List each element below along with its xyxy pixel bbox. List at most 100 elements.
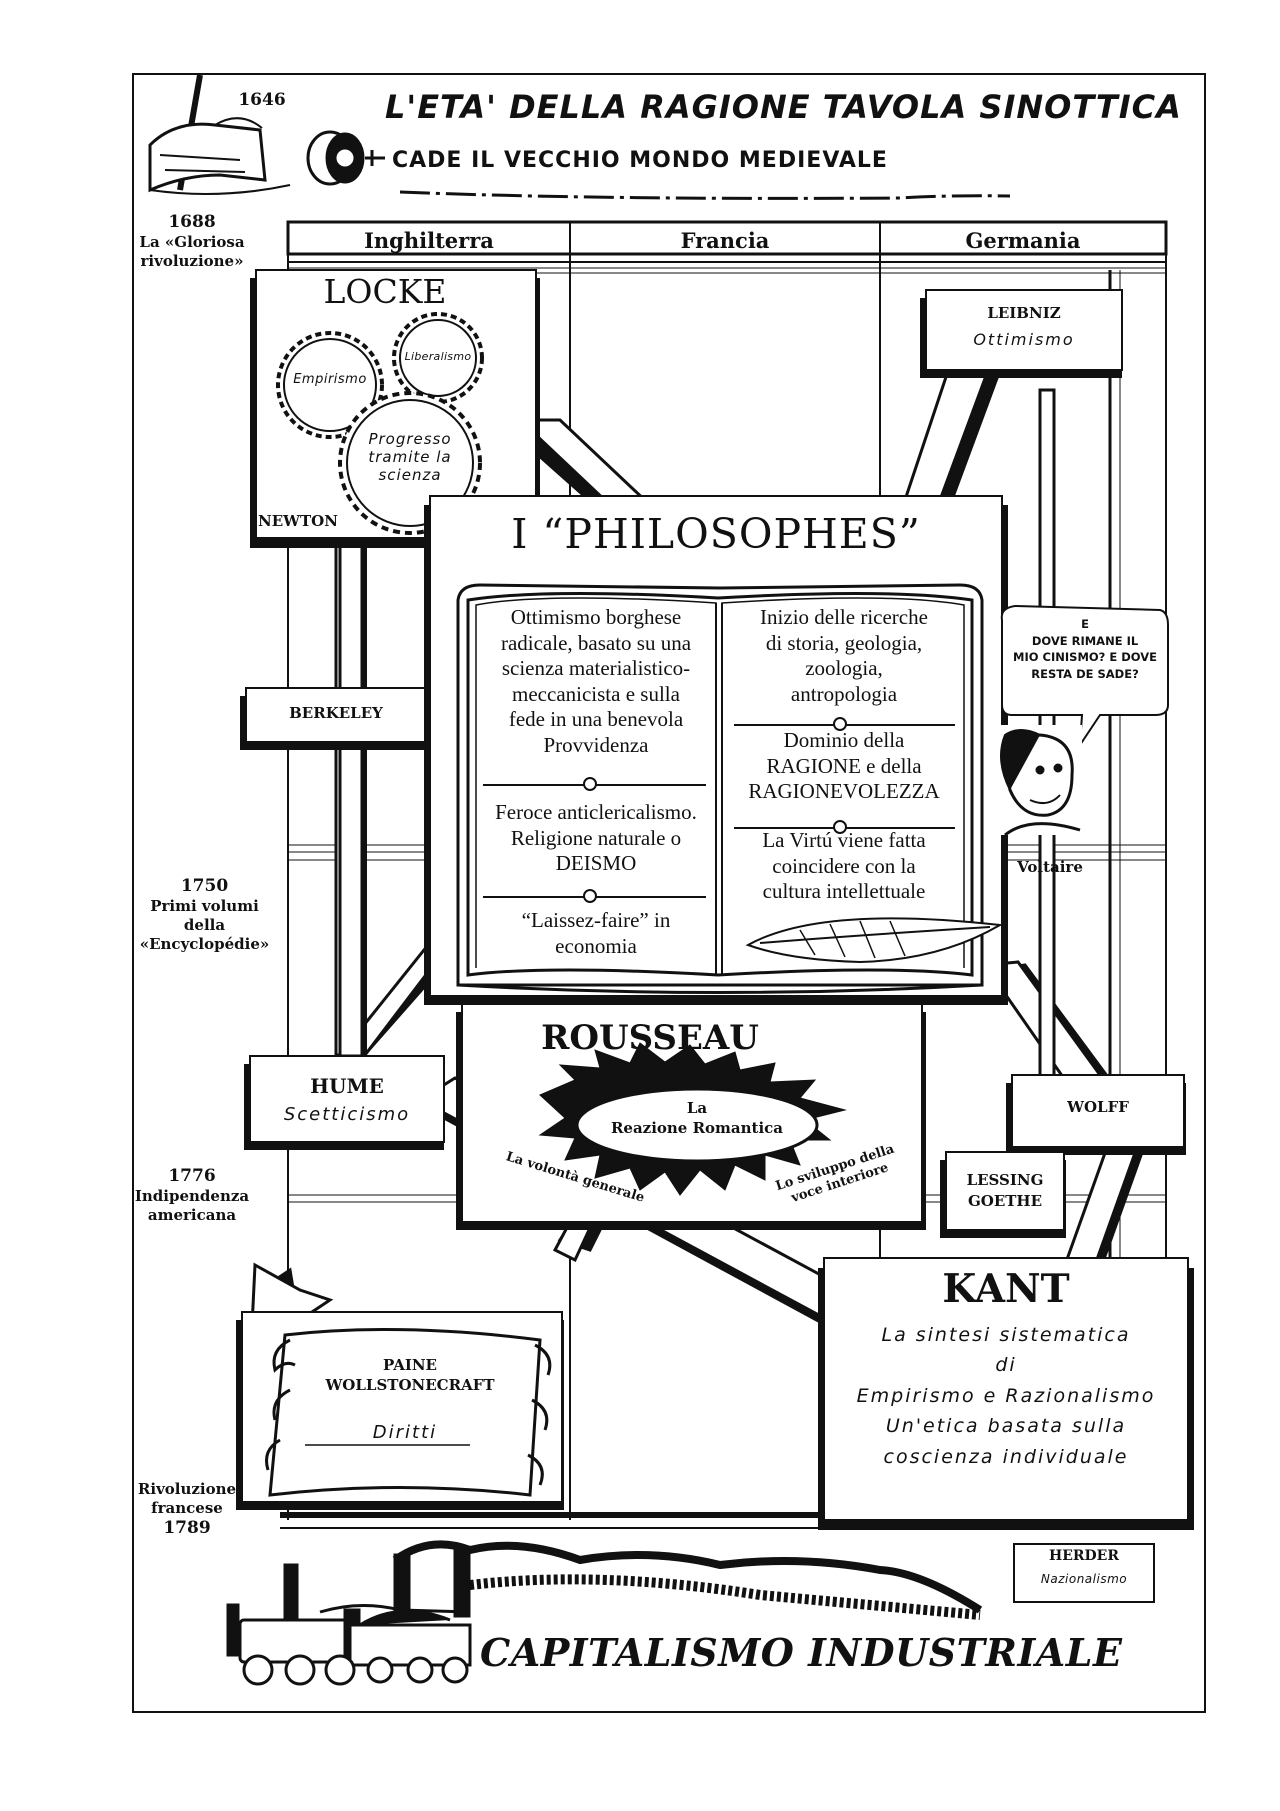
pl1-line: fede in una benevola xyxy=(508,707,684,732)
page-title: L'ETA' DELLA RAGIONE TAVOLA SINOTTICA xyxy=(385,88,1182,126)
speech-line: MIO CINISMO? E DOVE xyxy=(1013,650,1157,665)
pr1-line: di storia, geologia, xyxy=(765,630,923,655)
paine-wollstonecraft-label: PAINE WOLLSTONECRAFT xyxy=(300,1356,520,1395)
philosophes-right-block2: Dominio della RAGIONE e della RAGIONEVOL… xyxy=(726,728,962,805)
pr2-line: RAGIONE e della xyxy=(766,753,922,778)
timeline-1750-line3: «Encyclopédie» xyxy=(139,934,270,953)
berkeley-box xyxy=(240,687,427,750)
timeline-1750-line1: Primi volumi xyxy=(150,897,259,916)
pl1-line: meccanicista e sulla xyxy=(512,681,680,706)
berkeley-label: BERKELEY xyxy=(289,704,383,722)
pl3-line: economia xyxy=(555,933,637,958)
philosophes-title: I “PHILOSOPHES” xyxy=(511,510,921,558)
locomotive-icon xyxy=(226,1563,472,1686)
hume-box xyxy=(244,1055,445,1150)
paine-line: PAINE xyxy=(383,1356,437,1374)
philosophes-left-block3: “Laissez-faire” in economia xyxy=(478,908,714,959)
voltaire-portrait xyxy=(1000,725,1082,837)
gear-progresso-line2: tramite la xyxy=(368,448,452,466)
voltaire-speech-bubble xyxy=(1000,604,1169,749)
gear-progresso-line1: Progresso xyxy=(368,430,452,448)
column-francia: Francia xyxy=(680,228,770,253)
pr1-line: zoologia, xyxy=(805,656,883,681)
timeline-1776: 1776 Indipendenza americana xyxy=(132,1166,252,1225)
pl2-line: Religione naturale o xyxy=(510,825,682,850)
gear-liberalismo xyxy=(392,312,484,404)
timeline-1750-year: 1750 xyxy=(180,876,229,896)
timeline-1750-line2: della xyxy=(183,916,226,934)
scroll-icon xyxy=(265,1328,552,1497)
timeline-1789-line2: francese xyxy=(151,1498,223,1517)
pl1-line: scienza materialistico- xyxy=(501,656,691,681)
pl1-line: radicale, basato su una xyxy=(500,630,692,655)
timeline-1688-line1: La «Gloriosa xyxy=(139,233,245,252)
kant-line: Un'etica basata sulla xyxy=(885,1415,1127,1438)
locke-name: LOCKE xyxy=(323,272,447,311)
leibniz-name: LEIBNIZ xyxy=(987,304,1061,322)
pr2-line: RAGIONEVOLEZZA xyxy=(748,779,940,804)
kant-line: coscienza individuale xyxy=(883,1445,1129,1468)
footer-title: CAPITALISMO INDUSTRIALE xyxy=(480,1630,1123,1675)
timeline-1776-line2: americana xyxy=(147,1206,237,1224)
voltaire-name: Voltaire xyxy=(1017,858,1083,876)
pl1-line: Provvidenza xyxy=(543,733,649,758)
kant-name: KANT xyxy=(942,1266,1070,1312)
leibniz-idea: Ottimismo xyxy=(973,330,1075,349)
timeline-1789-line1: Rivoluzione xyxy=(137,1480,237,1498)
timeline-1776-line1: Indipendenza xyxy=(134,1187,250,1206)
speech-line: DOVE RIMANE IL xyxy=(1031,633,1139,648)
year-1646: 1646 xyxy=(238,90,286,110)
wolff-box xyxy=(1006,1074,1186,1155)
kant-line: Empirismo e Razionalismo xyxy=(856,1384,1156,1407)
pl2-line: Feroce anticlericalismo. xyxy=(495,800,697,824)
voltaire-speech-text: E DOVE RIMANE IL MIO CINISMO? E DOVE RES… xyxy=(1004,616,1166,683)
hume-idea: Scetticismo xyxy=(283,1104,411,1125)
factory-smoke-illustration xyxy=(319,1540,983,1620)
speech-line: E xyxy=(1081,617,1089,631)
lessing-line: LESSING xyxy=(966,1171,1044,1189)
herder-box xyxy=(1013,1543,1155,1603)
gear-progresso-line3: scienza xyxy=(378,466,442,484)
rousseau-name: ROUSSEAU xyxy=(541,1018,759,1058)
pr3-line: La Virtú viene fatta xyxy=(762,828,926,852)
pl3-line: “Laissez-faire” in xyxy=(521,908,671,932)
wollstonecraft-line: WOLLSTONECRAFT xyxy=(325,1375,495,1394)
romantic-line2: Reazione Romantica xyxy=(610,1119,784,1138)
timeline-1789-year: 1789 xyxy=(163,1517,211,1538)
herder-name: HERDER xyxy=(1049,1548,1119,1564)
philosophes-right-block3: La Virtú viene fatta coincidere con la c… xyxy=(726,828,962,905)
page-subtitle: CADE IL VECCHIO MONDO MEDIEVALE xyxy=(392,148,888,173)
column-inghilterra: Inghilterra xyxy=(364,228,494,253)
column-germania: Germania xyxy=(965,228,1081,253)
goethe-line: GOETHE xyxy=(967,1192,1043,1210)
lessing-goethe-label: LESSING GOETHE xyxy=(946,1170,1064,1212)
philosophes-left-block1: Ottimismo borghese radicale, basato su u… xyxy=(478,605,714,759)
diagram-frame xyxy=(132,73,1206,1713)
gear-liberalismo-label: Liberalismo xyxy=(404,350,472,363)
pr2-line: Dominio della xyxy=(783,728,905,752)
dust-trail xyxy=(399,190,1011,200)
pr3-line: cultura intellettuale xyxy=(762,879,926,904)
newton-label: NEWTON xyxy=(258,512,338,530)
quill-icon xyxy=(745,917,1004,964)
kant-box xyxy=(818,1257,1194,1530)
crown-icon xyxy=(306,130,385,186)
romantic-sun-icon xyxy=(538,1042,847,1196)
medieval-ruins-illustration xyxy=(148,74,291,195)
timeline-1789: Rivoluzione francese 1789 xyxy=(132,1480,242,1539)
philosophes-right-block1: Inizio delle ricerche di storia, geologi… xyxy=(726,605,962,707)
timeline-1688-year: 1688 xyxy=(168,212,216,232)
timeline-1688-line2: rivoluzione» xyxy=(140,252,244,270)
romantic-line1: La xyxy=(686,1099,708,1117)
pl2-line: DEISMO xyxy=(555,851,637,876)
lessing-box xyxy=(940,1151,1066,1238)
speech-line: RESTA DE SADE? xyxy=(1031,667,1139,682)
philosophes-left-block2: Feroce anticlericalismo. Religione natur… xyxy=(478,800,714,877)
timeline-1688: 1688 La «Gloriosa rivoluzione» xyxy=(132,212,252,271)
open-book xyxy=(456,583,984,994)
gear-empirismo xyxy=(276,331,384,439)
leibniz-box xyxy=(920,289,1123,378)
timeline-1750: 1750 Primi volumi della «Encyclopédie» xyxy=(132,876,277,954)
paine-idea: Diritti xyxy=(372,1422,438,1443)
